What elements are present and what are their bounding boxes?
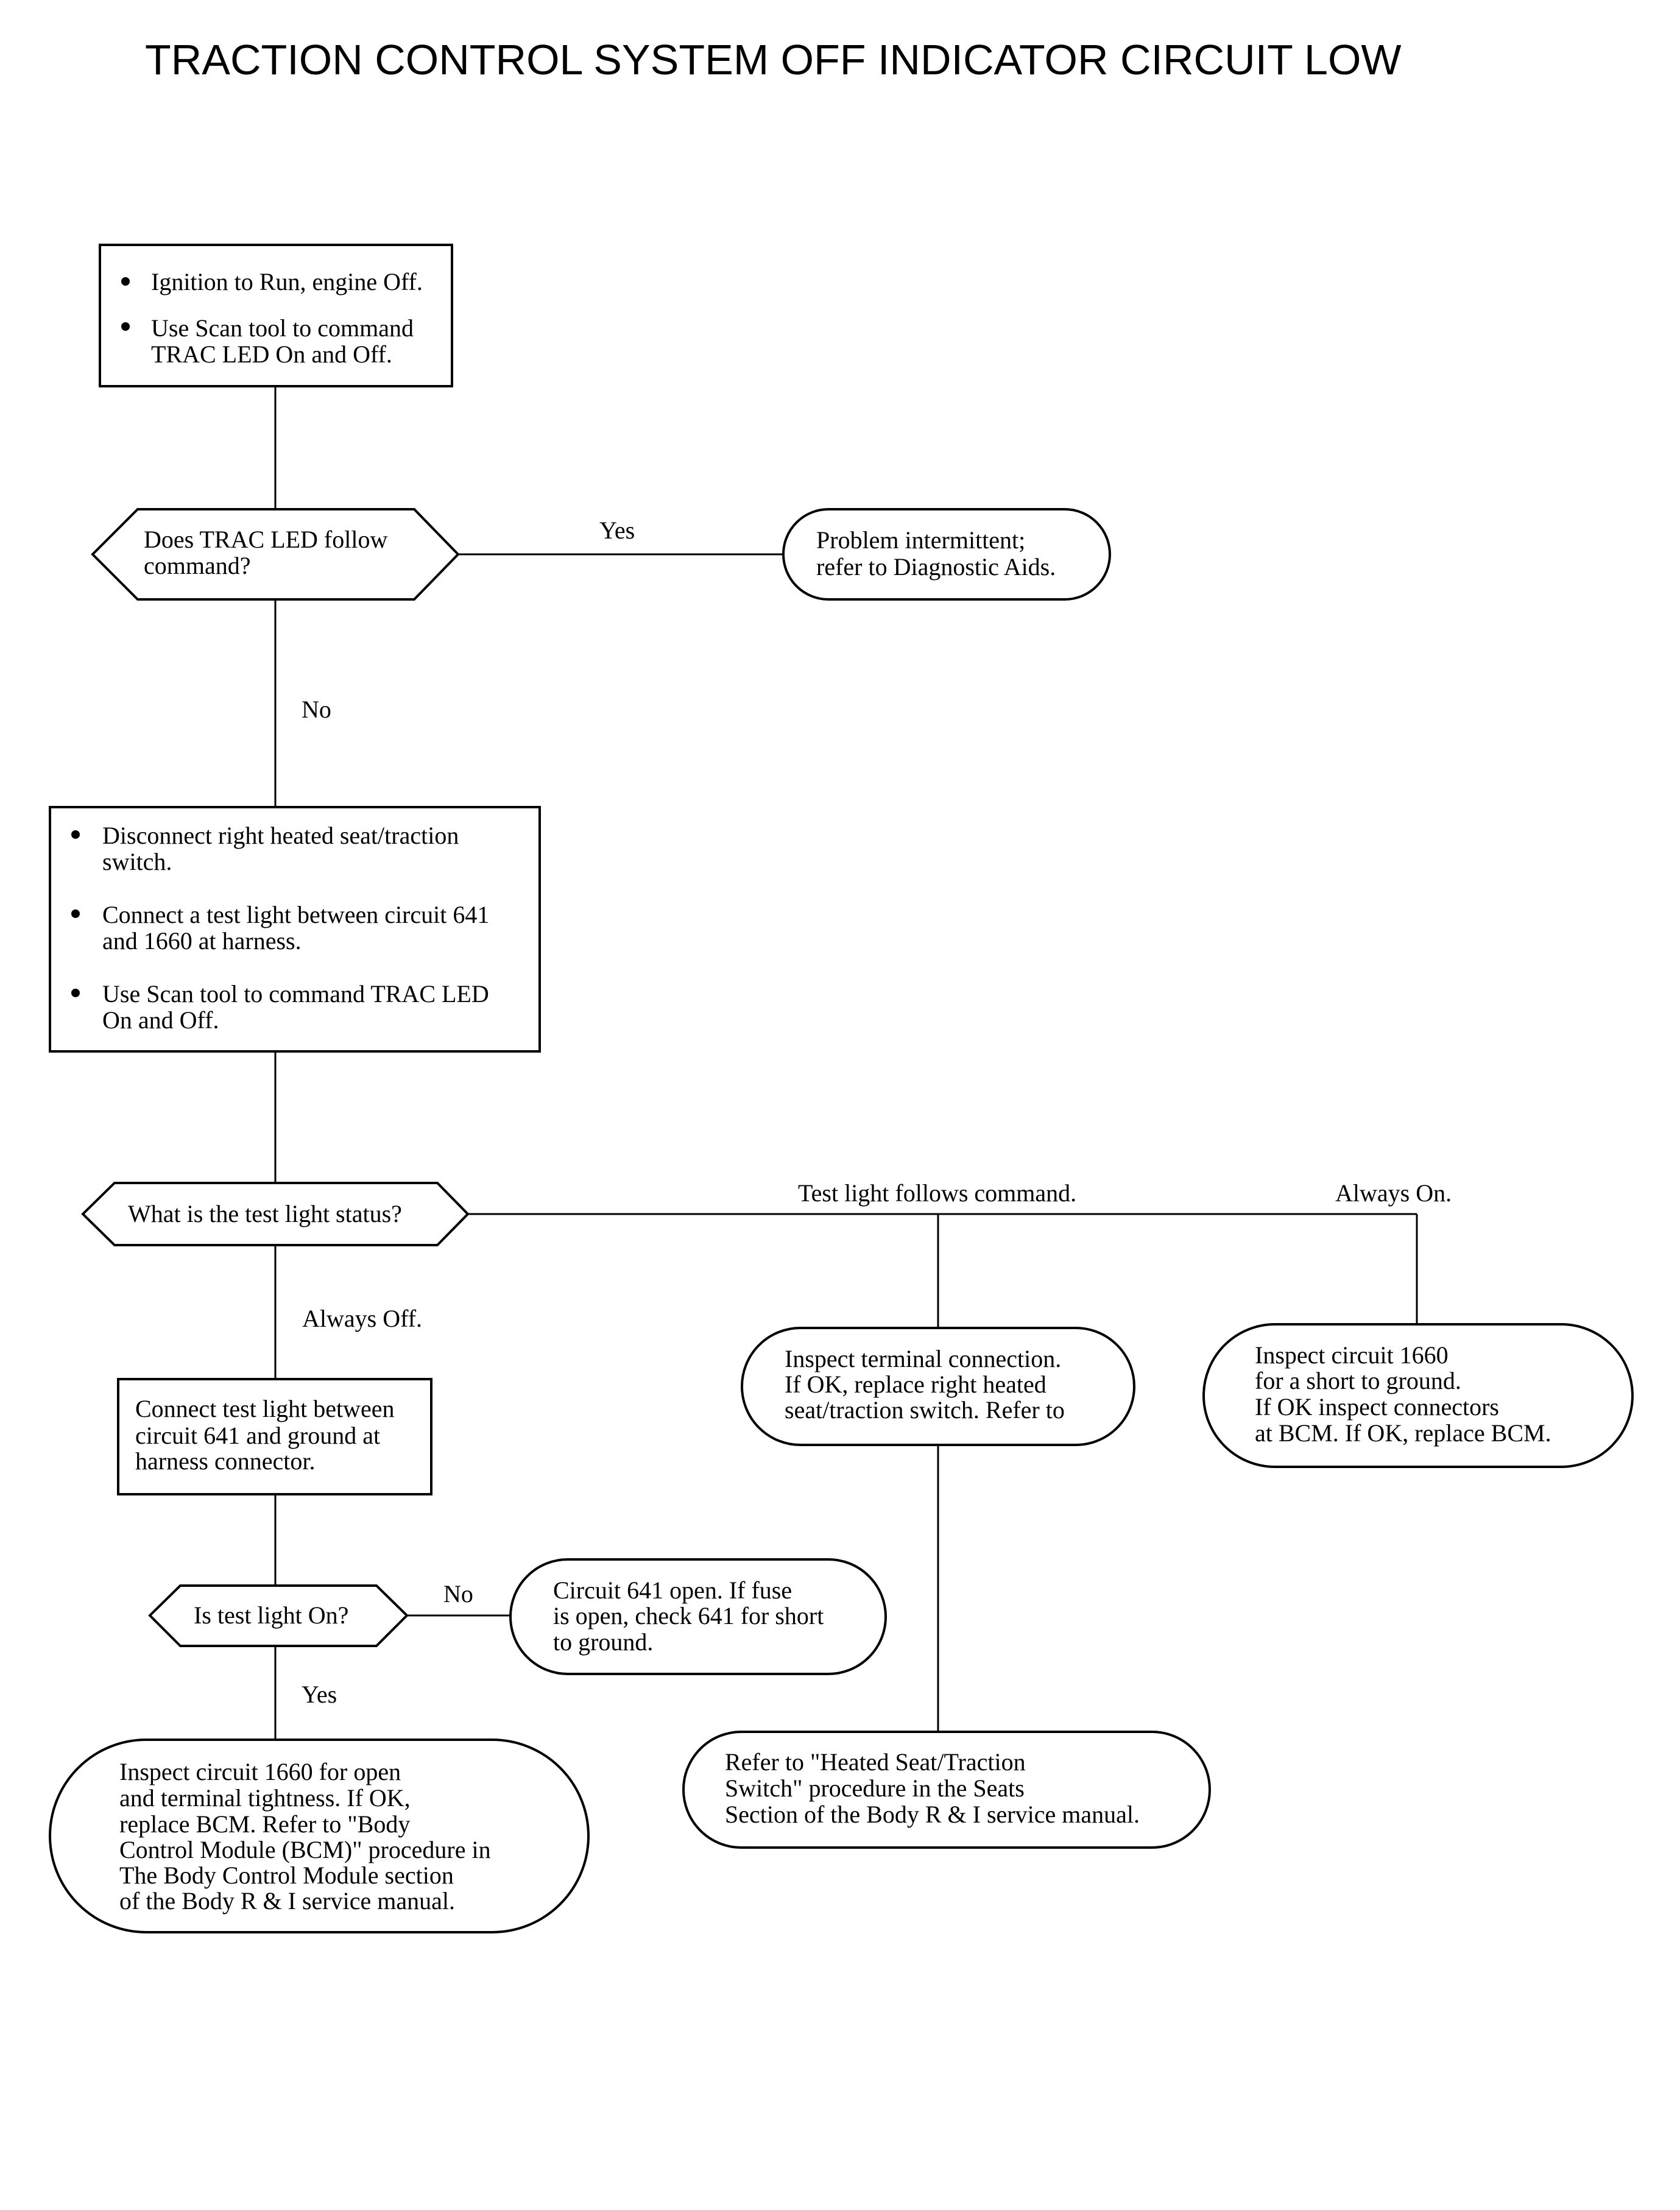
bullet-icon [121, 322, 130, 331]
step2-box: Disconnect right heated seat/traction sw… [49, 806, 541, 1053]
step2-line: Use Scan tool to command TRAC LED [102, 980, 489, 1008]
decision2-text: What is the test light status? [128, 1200, 402, 1227]
bullet-icon [71, 909, 80, 918]
step1-line: TRAC LED On and Off. [151, 341, 392, 368]
step2-line: switch. [102, 848, 172, 875]
decision3-hexagon: Is test light On? [148, 1584, 409, 1647]
result-circuit641-line: Circuit 641 open. If fuse [553, 1576, 792, 1604]
bullet-icon [121, 277, 130, 286]
step2-line: and 1660 at harness. [102, 927, 302, 955]
step2-line: Disconnect right heated seat/traction [102, 822, 459, 849]
result-circuit1660-open-line: Control Module (BCM)" procedure in [119, 1836, 491, 1863]
result-circuit1660-open-line: of the Body R & I service manual. [119, 1887, 455, 1915]
result-circuit1660-open-line: Inspect circuit 1660 for open [119, 1758, 401, 1785]
step3-line: circuit 641 and ground at [135, 1422, 380, 1449]
result-terminal-terminator: Inspect terminal connection. If OK, repl… [741, 1327, 1135, 1446]
branch-label-yes: Yes [599, 517, 635, 544]
decision1-line: command? [144, 552, 251, 579]
branch-label-no: No [302, 696, 331, 723]
result-heated-seat-line: Section of the Body R & I service manual… [725, 1801, 1140, 1828]
step3-line: harness connector. [135, 1447, 315, 1475]
result-circuit1660-short-line: Inspect circuit 1660 [1255, 1341, 1449, 1369]
result-circuit1660-open-line: The Body Control Module section [119, 1862, 454, 1889]
step1-line: Ignition to Run, engine Off. [151, 268, 423, 295]
branch-label-always-on: Always On. [1335, 1179, 1452, 1207]
branch-label-follows-command: Test light follows command. [798, 1179, 1076, 1207]
result-terminal-line: If OK, replace right heated [785, 1371, 1046, 1398]
result-terminal-line: Inspect terminal connection. [785, 1345, 1061, 1372]
step3-line: Connect test light between [135, 1395, 394, 1422]
step3-box: Connect test light between circuit 641 a… [117, 1378, 432, 1495]
result-intermittent-terminator: Problem intermittent; refer to Diagnosti… [782, 508, 1111, 601]
result-circuit1660-open-terminator: Inspect circuit 1660 for open and termin… [49, 1739, 590, 1933]
result-circuit1660-short-line: at BCM. If OK, replace BCM. [1255, 1419, 1551, 1447]
decision3-text: Is test light On? [194, 1601, 348, 1629]
page-title: TRACTION CONTROL SYSTEM OFF INDICATOR CI… [145, 36, 1401, 83]
result-intermittent-line: refer to Diagnostic Aids. [816, 553, 1056, 581]
branch-label-always-off: Always Off. [302, 1305, 422, 1332]
result-heated-seat-line: Refer to "Heated Seat/Traction [725, 1748, 1026, 1776]
result-circuit1660-short-terminator: Inspect circuit 1660 for a short to grou… [1202, 1323, 1634, 1468]
result-terminal-line: seat/traction switch. Refer to [785, 1396, 1065, 1424]
connector-lines [274, 386, 1418, 1740]
result-circuit1660-short-line: for a short to ground. [1255, 1367, 1461, 1394]
result-circuit1660-open-line: and terminal tightness. If OK, [119, 1784, 411, 1812]
step2-line: Connect a test light between circuit 641 [102, 901, 489, 928]
bullet-icon [71, 989, 80, 997]
decision1-line: Does TRAC LED follow [144, 526, 387, 553]
bullet-icon [71, 830, 80, 839]
result-circuit641-line: to ground. [553, 1628, 653, 1656]
result-circuit641-terminator: Circuit 641 open. If fuse is open, check… [509, 1558, 887, 1675]
branch-label-no: No [443, 1580, 473, 1608]
step1-line: Use Scan tool to command [151, 314, 414, 342]
result-circuit641-line: is open, check 641 for short [553, 1602, 824, 1629]
result-circuit1660-short-line: If OK inspect connectors [1255, 1393, 1499, 1421]
result-heated-seat-line: Switch" procedure in the Seats [725, 1774, 1025, 1802]
decision1-hexagon: Does TRAC LED follow command? [91, 508, 460, 601]
result-circuit1660-open-line: replace BCM. Refer to "Body [119, 1810, 410, 1838]
branch-label-yes: Yes [302, 1681, 337, 1708]
result-heated-seat-terminator: Refer to "Heated Seat/Traction Switch" p… [682, 1731, 1211, 1849]
result-intermittent-line: Problem intermittent; [816, 526, 1025, 554]
decision2-hexagon: What is the test light status? [81, 1182, 470, 1246]
step2-line: On and Off. [102, 1006, 219, 1034]
step1-box: Ignition to Run, engine Off. Use Scan to… [99, 244, 453, 387]
